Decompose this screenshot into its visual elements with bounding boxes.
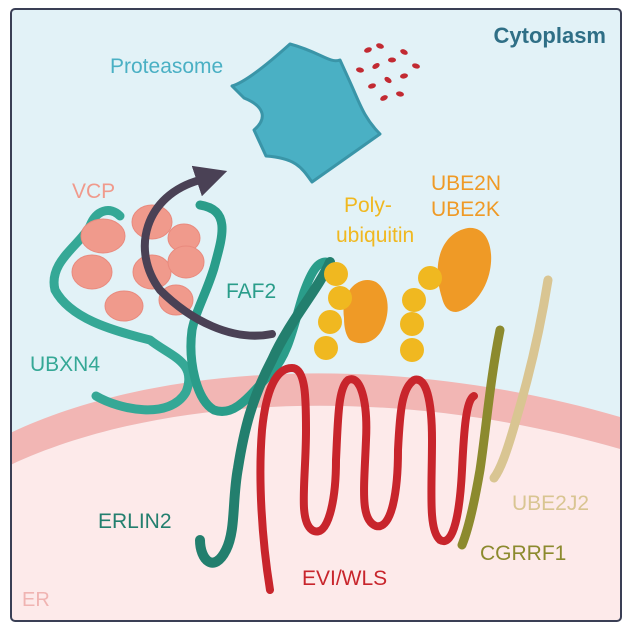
evi-wls-shape xyxy=(256,364,478,594)
polyubiquitin-label-line1: Poly- xyxy=(344,194,392,217)
faf2-shape xyxy=(186,200,331,416)
er-lumen-region xyxy=(11,405,621,621)
figure-frame xyxy=(10,8,622,622)
proteasome-shape xyxy=(230,42,382,184)
evi-wls-label: EVI/WLS xyxy=(302,567,387,590)
proteasome-label: Proteasome xyxy=(110,55,223,78)
ube2n-shape xyxy=(437,227,492,312)
ube2j2-shape xyxy=(489,275,553,483)
faf2-label: FAF2 xyxy=(226,280,276,303)
cgrrf1-label: CGRRF1 xyxy=(480,542,566,565)
er-label: ER xyxy=(22,589,50,611)
ube2j2-label: UBE2J2 xyxy=(512,492,589,515)
polyubiquitin-chain-right xyxy=(400,266,442,362)
ubxn4-label: UBXN4 xyxy=(30,353,100,376)
transport-arrow xyxy=(140,165,276,340)
cytoplasm-label: Cytoplasm xyxy=(494,23,606,48)
peptide-fragments xyxy=(356,43,420,101)
ube2n-label: UBE2N xyxy=(431,172,501,195)
erlin2-shape xyxy=(195,257,335,568)
ube2k-shape xyxy=(343,279,388,344)
polyubiquitin-label-line2: ubiquitin xyxy=(336,224,414,247)
erlin2-label: ERLIN2 xyxy=(98,510,172,533)
vcp-complex xyxy=(71,204,205,322)
ube2k-label: UBE2K xyxy=(431,198,500,221)
polyubiquitin-chain-left xyxy=(314,262,352,360)
cgrrf1-shape xyxy=(457,325,505,550)
er-membrane xyxy=(11,373,621,470)
vcp-label: VCP xyxy=(72,180,115,203)
